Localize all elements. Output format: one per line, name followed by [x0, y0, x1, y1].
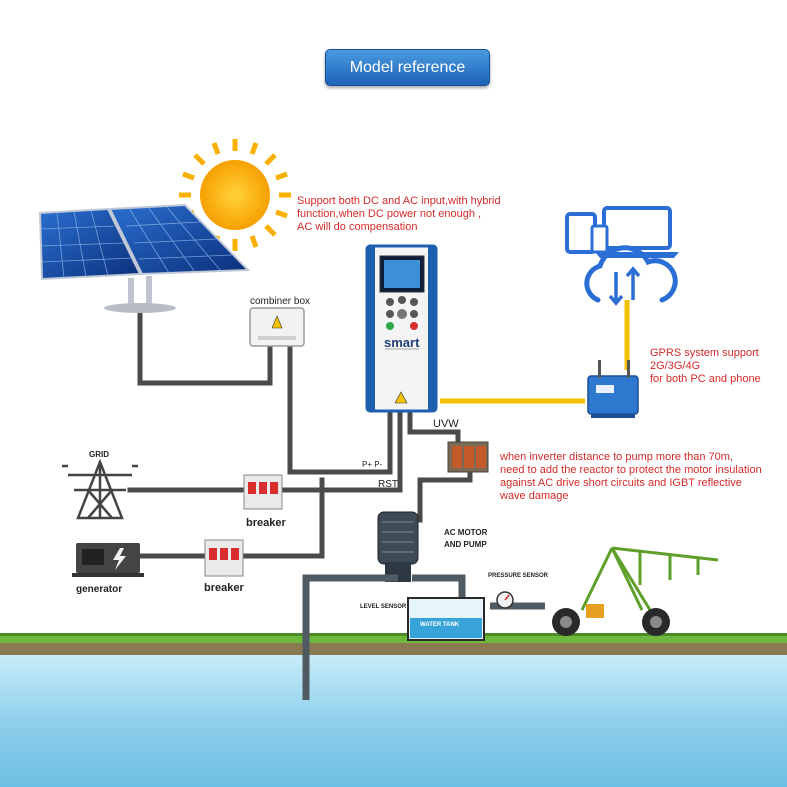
ground-strip — [0, 633, 787, 655]
cloud-sync-icon — [584, 245, 678, 306]
ac-motor-label: AC MOTOR AND PUMP — [444, 528, 488, 549]
uvw-terminal-label: UVW — [433, 418, 459, 430]
gprs-link — [440, 300, 630, 404]
pressure-gauge-icon — [496, 591, 514, 609]
generator-icon — [72, 543, 144, 577]
generator-label: generator — [76, 584, 123, 595]
reactor-note: when inverter distance to pump more than… — [500, 451, 762, 502]
pp-terminal-label: P+ P- — [362, 460, 383, 469]
rst-terminal-label: RST — [378, 479, 398, 490]
gprs-module-icon — [587, 360, 639, 418]
pump-motor-icon — [377, 511, 419, 582]
level-sensor-label: LEVEL SENSOR — [360, 604, 407, 610]
wires — [127, 310, 473, 559]
inverter-icon — [365, 244, 438, 413]
pressure-sensor-label: PRESSURE SENSOR — [488, 573, 549, 579]
hybrid-input-note: Support both DC and AC input,with hybrid… — [297, 195, 501, 233]
breaker-label-top: breaker — [246, 517, 286, 529]
grid-label: GRID — [89, 450, 109, 459]
reactor-icon — [447, 441, 489, 473]
water-body — [0, 655, 787, 787]
breaker-icon — [243, 474, 283, 510]
breaker-label-bottom: breaker — [204, 582, 244, 594]
grid-tower-icon — [62, 458, 138, 520]
irrigation-pivot-icon — [552, 546, 719, 636]
gprs-note: GPRS system support 2G/3G/4G for both PC… — [650, 347, 761, 385]
water-tank-label: WATER TANK — [420, 622, 460, 628]
breaker-icon — [204, 539, 244, 577]
water-tank-icon — [407, 597, 485, 641]
combiner-box-icon — [249, 307, 305, 347]
phone-icon — [590, 224, 609, 254]
model-reference-title: Model reference — [325, 49, 490, 86]
smart-logo: smart — [384, 335, 420, 350]
combiner-box-label: combiner box — [250, 296, 311, 307]
solar-panel-icon — [38, 203, 251, 313]
